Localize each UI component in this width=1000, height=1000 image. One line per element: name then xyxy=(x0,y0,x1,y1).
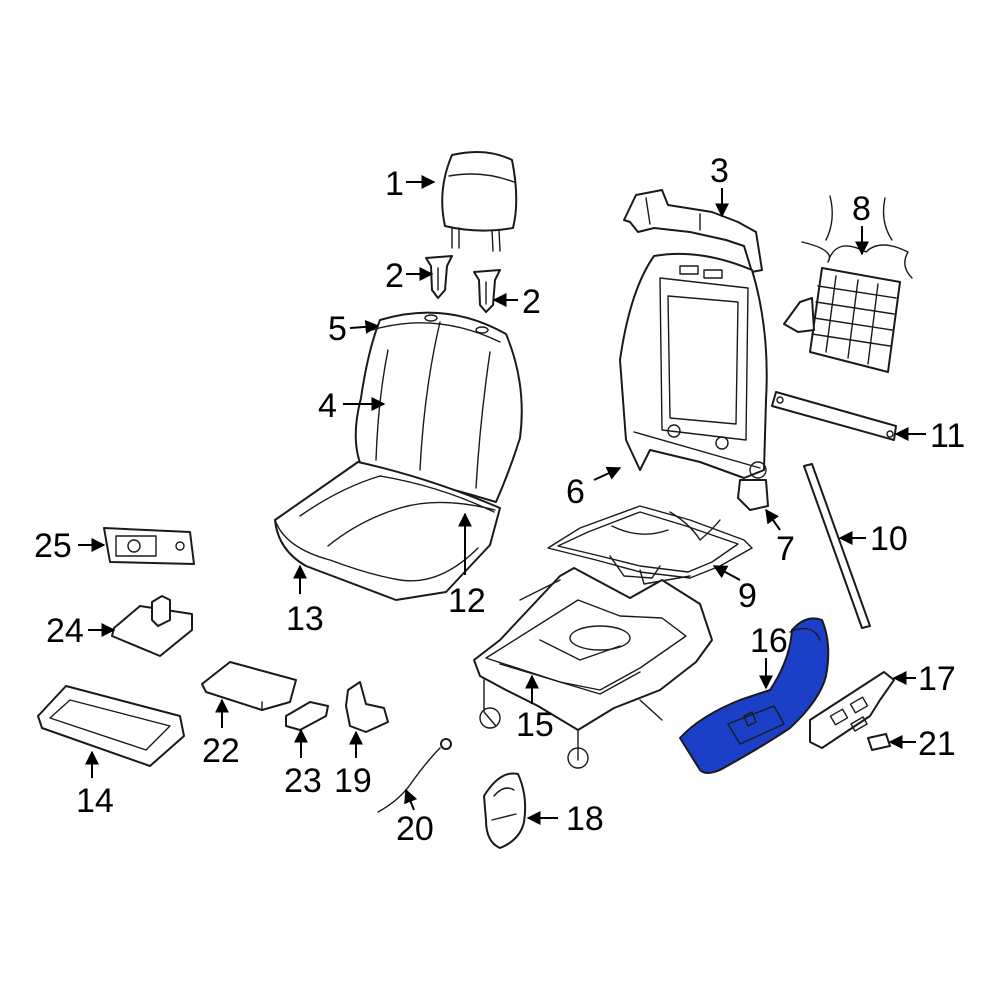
seat-back-pad[interactable] xyxy=(354,311,523,503)
control-module[interactable] xyxy=(201,661,297,711)
frame-bracket[interactable] xyxy=(737,479,769,511)
side-shield[interactable] xyxy=(679,617,830,774)
small-module[interactable] xyxy=(285,701,329,731)
callout-6: 6 xyxy=(566,473,585,511)
release-cable[interactable] xyxy=(377,738,452,813)
callout-7: 7 xyxy=(776,530,795,568)
clip-bracket[interactable] xyxy=(345,681,389,733)
headrest-guide-left[interactable] xyxy=(425,255,453,299)
callout-2-left: 2 xyxy=(385,257,404,295)
callout-15: 15 xyxy=(516,706,554,744)
callout-10: 10 xyxy=(870,520,908,558)
callout-23: 23 xyxy=(284,762,322,800)
switch-knob[interactable] xyxy=(867,733,891,751)
headrest[interactable] xyxy=(441,150,518,252)
callout-2-right: 2 xyxy=(522,283,541,321)
callout-8: 8 xyxy=(852,190,871,228)
recliner-cover[interactable] xyxy=(483,772,527,849)
callout-4: 4 xyxy=(318,387,337,425)
callout-18: 18 xyxy=(566,800,604,838)
lumbar-support[interactable] xyxy=(783,195,913,373)
callout-16: 16 xyxy=(750,622,788,660)
switch-bezel[interactable] xyxy=(809,671,895,749)
callout-1: 1 xyxy=(385,165,404,203)
callout-22: 22 xyxy=(202,732,240,770)
seat-track[interactable] xyxy=(473,567,713,769)
callout-3: 3 xyxy=(710,152,729,190)
lower-tray[interactable] xyxy=(37,685,185,767)
seat-back-frame[interactable] xyxy=(619,252,768,479)
callout-25: 25 xyxy=(34,527,72,565)
leader-lines xyxy=(78,175,926,825)
callout-14: 14 xyxy=(76,782,114,820)
seat-cushion-cover[interactable] xyxy=(299,475,496,547)
headrest-guide-right[interactable] xyxy=(473,269,501,313)
callout-24: 24 xyxy=(46,612,84,650)
callout-11: 11 xyxy=(930,417,965,455)
callout-17: 17 xyxy=(918,660,956,698)
callout-20: 20 xyxy=(396,810,434,848)
upper-trim-panel[interactable] xyxy=(623,189,763,273)
callout-19: 19 xyxy=(334,762,372,800)
cushion-spring[interactable] xyxy=(547,505,753,585)
power-switch[interactable] xyxy=(111,595,193,657)
lumbar-switch[interactable] xyxy=(103,527,195,565)
callout-21: 21 xyxy=(918,725,956,763)
callout-numbers: 1 2 2 3 4 5 6 7 8 9 10 11 12 13 14 15 16… xyxy=(34,152,965,848)
callout-9: 9 xyxy=(738,577,757,615)
support-rod[interactable] xyxy=(771,391,897,441)
callout-13: 13 xyxy=(286,600,324,638)
callout-12: 12 xyxy=(448,582,486,620)
side-strip[interactable] xyxy=(803,463,871,629)
callout-5: 5 xyxy=(328,310,347,348)
